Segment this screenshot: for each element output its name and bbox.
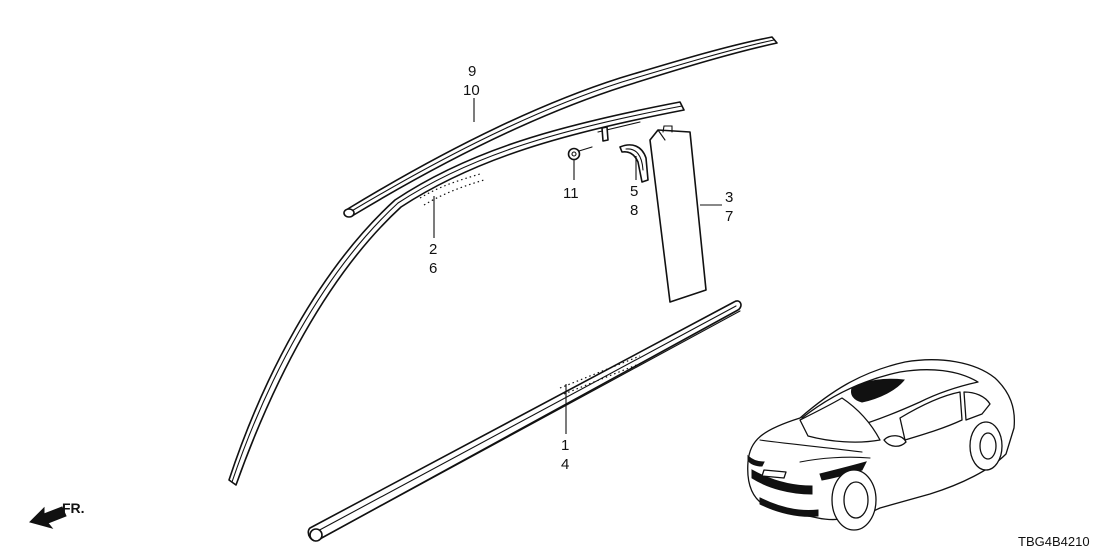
beltline-molding [307,300,742,542]
front-direction-arrow: FR. [29,500,85,529]
clip-bracket [597,121,641,142]
callout-6: 6 [429,260,437,277]
callout-1: 1 [561,437,569,454]
callout-9: 9 [468,63,476,80]
callout-8: 8 [630,202,638,219]
callout-11: 11 [563,185,579,202]
pillar-garnish-small [619,144,649,183]
callout-10: 10 [463,82,480,99]
callout-4: 4 [561,456,569,473]
diagram-code: TBG4B4210 [1018,534,1090,549]
front-label: FR. [62,500,85,516]
callout-5: 5 [630,183,638,200]
door-sash-molding [228,101,685,486]
callout-2: 2 [429,241,437,258]
car-illustration [747,359,1016,531]
roof-molding [343,36,778,218]
callout-3: 3 [725,189,733,206]
clip [567,146,593,161]
callout-7: 7 [725,208,733,225]
pillar-garnish [649,125,707,303]
